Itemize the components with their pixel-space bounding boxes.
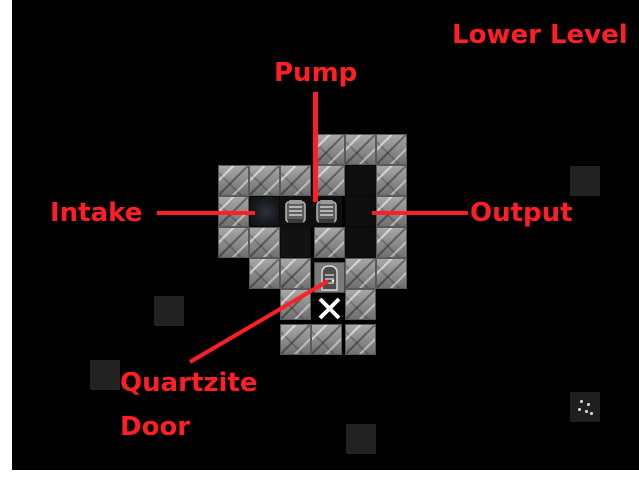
game-viewport[interactable]: Lower Level xyxy=(12,0,639,470)
door-pointer-line xyxy=(12,0,639,470)
